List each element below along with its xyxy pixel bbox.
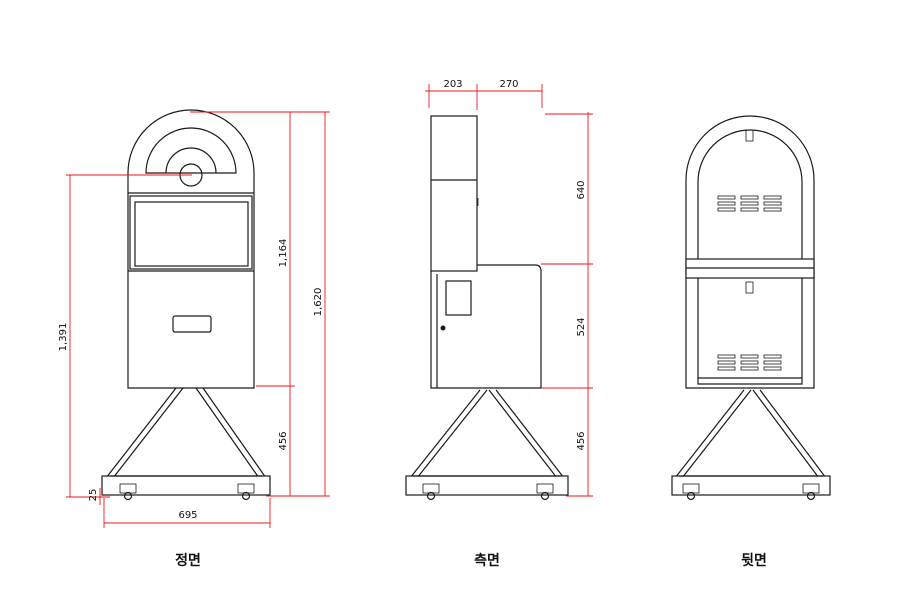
dim-front-cabinet: 1,164 (278, 239, 289, 268)
dim-side-top-depth: 203 (443, 79, 462, 90)
side-view-caption: 측면 (474, 552, 500, 569)
dim-front-offset: 25 (88, 489, 99, 502)
dim-front-height-total: 1,620 (313, 288, 324, 317)
dim-side-upper: 640 (576, 180, 587, 199)
dim-side-stand: 456 (576, 431, 587, 450)
side-caster-right (536, 483, 554, 501)
dim-side-lower: 524 (576, 317, 587, 336)
front-view: 1,391 25 1,164 456 1,620 695 정면 (58, 109, 330, 569)
side-view: 203 270 640 524 456 측면 (405, 79, 593, 569)
dim-front-stand: 456 (278, 431, 289, 450)
back-view-caption: 뒷면 (741, 552, 767, 569)
front-card-slot (172, 315, 212, 333)
back-stand (671, 389, 831, 501)
dim-front-width: 695 (178, 510, 197, 521)
front-stand (101, 387, 271, 501)
side-caster-left (422, 483, 440, 501)
front-dimensions: 1,391 25 1,164 456 1,620 695 (58, 111, 330, 528)
front-view-caption: 정면 (175, 552, 201, 569)
dim-side-overhang: 270 (499, 79, 518, 90)
side-stand (405, 389, 569, 501)
side-dimensions: 203 270 640 524 456 (425, 79, 593, 497)
back-caster-left (682, 483, 700, 501)
front-caster-right (237, 483, 255, 501)
side-cabinet (430, 115, 542, 389)
back-lock-lower (745, 281, 754, 294)
back-caster-right (802, 483, 820, 501)
back-vent-lower (717, 354, 782, 371)
back-vent-upper (717, 195, 782, 212)
front-caster-left (119, 483, 137, 501)
dim-front-height-to-center: 1,391 (58, 323, 69, 352)
back-view: 뒷면 (671, 115, 831, 569)
back-lock-upper (745, 129, 754, 142)
back-cabinet (685, 115, 815, 389)
front-monitor (129, 195, 253, 270)
front-cabinet (127, 109, 255, 389)
